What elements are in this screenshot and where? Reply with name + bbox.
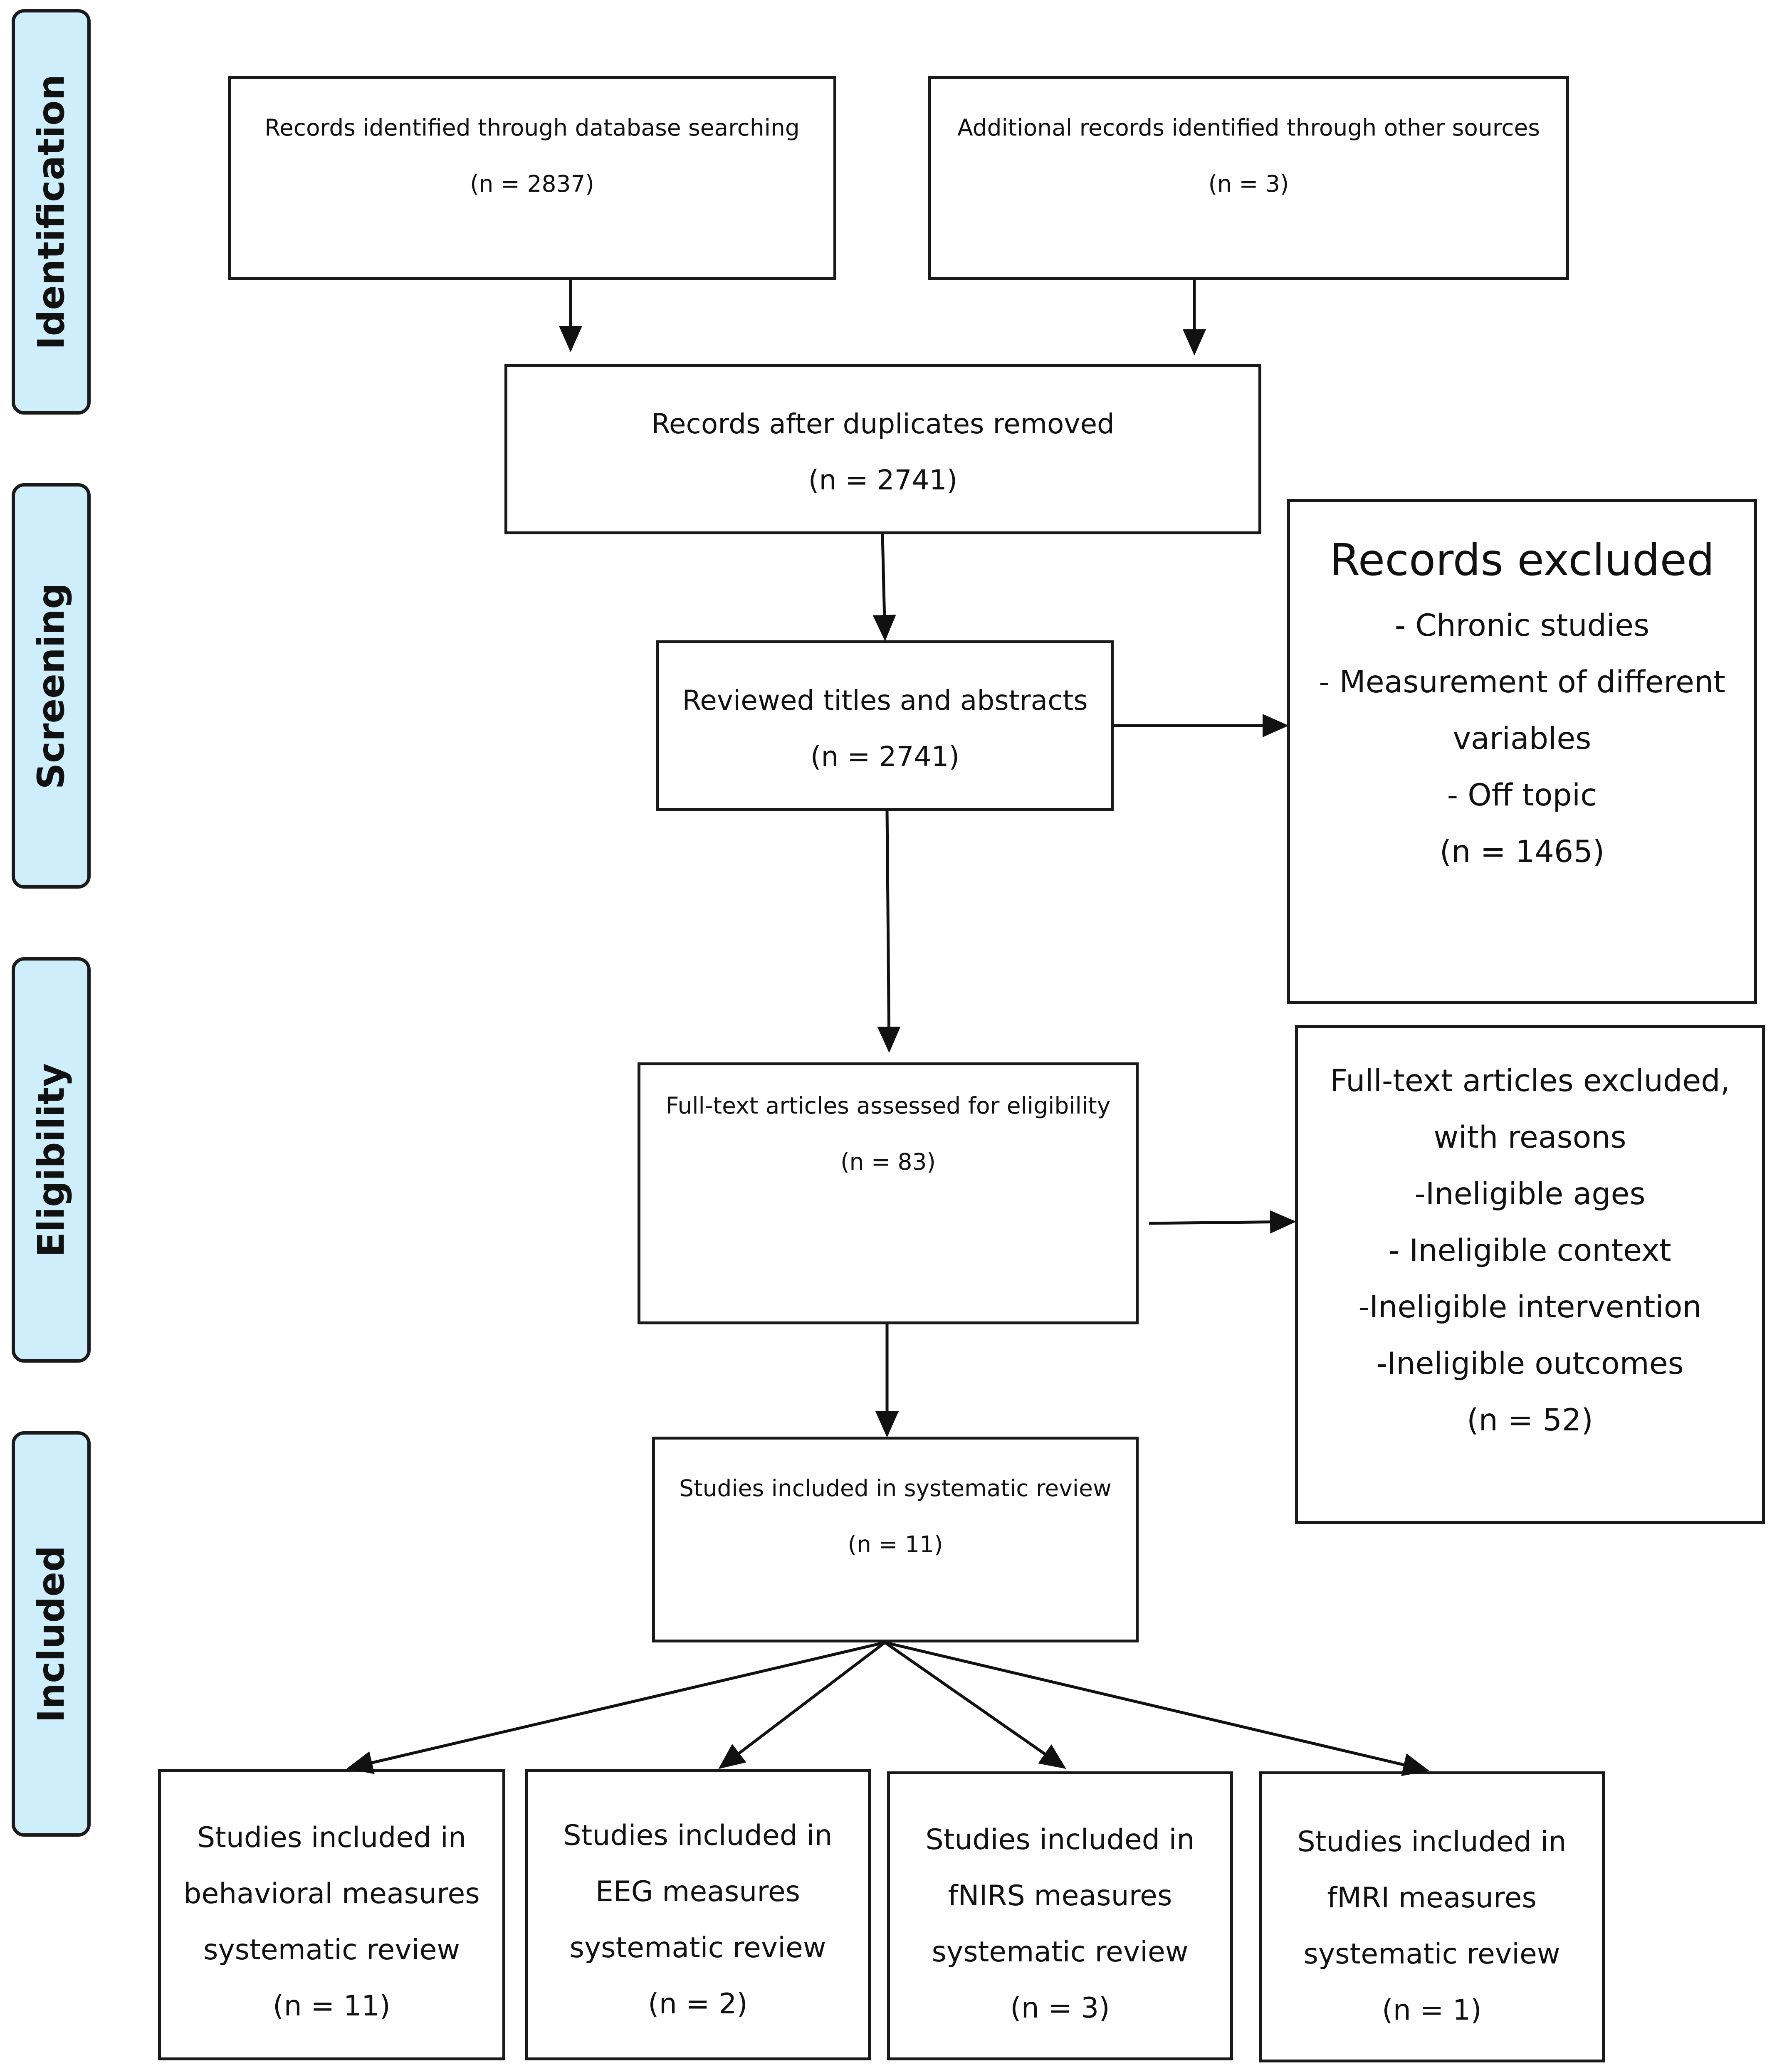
subgroup-count: (n = 11) [273, 1990, 390, 2023]
arrow-included-to-fmri [885, 1641, 1429, 1776]
duplicates-removed-count: (n = 2741) [808, 464, 958, 496]
fulltext-excluded-line: - Ineligible context [1389, 1233, 1671, 1268]
records-excluded-reason: - Measurement of different [1319, 664, 1725, 700]
arrow-screened-to-fulltext [877, 810, 901, 1053]
subgroup-line: EEG measures [595, 1875, 801, 1908]
included-review-count: (n = 11) [848, 1531, 943, 1558]
subgroup-line: fMRI measures [1327, 1882, 1537, 1914]
subgroup-line: systematic review [203, 1934, 460, 1966]
subgroup-count: (n = 1) [1382, 1994, 1482, 2027]
subgroup-line: fNIRS measures [948, 1879, 1172, 1912]
subgroup-count: (n = 3) [1010, 1992, 1110, 2025]
fulltext-assessed-box: Full-text articles assessed for eligibil… [638, 1062, 1139, 1324]
eeg-subgroup-box: Studies included in EEG measures systema… [525, 1769, 871, 2060]
subgroup-line: behavioral measures [183, 1877, 480, 1910]
database-records-count: (n = 2837) [470, 170, 594, 197]
arrow-included-to-eeg [718, 1641, 886, 1769]
fulltext-assessed-label: Full-text articles assessed for eligibil… [665, 1092, 1111, 1119]
subgroup-line: systematic review [1303, 1938, 1560, 1971]
other-sources-box: Additional records identified through ot… [928, 76, 1569, 280]
fulltext-excluded-count: (n = 52) [1467, 1403, 1593, 1438]
fmri-subgroup-box: Studies included in fMRI measures system… [1259, 1771, 1605, 2062]
subgroup-line: Studies included in [925, 1823, 1195, 1856]
screened-box: Reviewed titles and abstracts (n = 2741) [656, 640, 1114, 811]
included-review-box: Studies included in systematic review (n… [652, 1437, 1139, 1642]
other-sources-label: Additional records identified through ot… [957, 114, 1540, 141]
records-excluded-reason: - Chronic studies [1394, 608, 1650, 643]
screened-label: Reviewed titles and abstracts [682, 684, 1088, 716]
duplicates-removed-box: Records after duplicates removed (n = 27… [504, 364, 1261, 534]
fnirs-subgroup-box: Studies included in fNIRS measures syste… [887, 1771, 1233, 2060]
subgroup-line: Studies included in [1297, 1825, 1567, 1858]
phase-eligibility: Eligibility [12, 957, 91, 1363]
phase-screening: Screening [12, 483, 91, 889]
subgroup-line: Studies included in [197, 1821, 466, 1854]
records-excluded-box: Records excluded - Chronic studies - Mea… [1287, 499, 1757, 1004]
fulltext-excluded-line: -Ineligible ages [1414, 1176, 1646, 1212]
records-excluded-reason: variables [1453, 721, 1592, 756]
subgroup-line: systematic review [932, 1936, 1189, 1968]
behavioral-subgroup-box: Studies included in behavioral measures … [158, 1769, 505, 2060]
subgroup-line: Studies included in [563, 1819, 833, 1852]
subgroup-count: (n = 2) [648, 1988, 748, 2020]
fulltext-excluded-box: Full-text articles excluded, with reason… [1295, 1025, 1765, 1524]
fulltext-excluded-line: with reasons [1433, 1120, 1626, 1155]
fulltext-excluded-line: -Ineligible outcomes [1376, 1346, 1684, 1381]
arrow-included-to-fnirs [884, 1641, 1066, 1769]
arrow-included-to-behavioral [346, 1641, 885, 1774]
arrow-duplicates-to-screened [872, 534, 896, 641]
duplicates-removed-label: Records after duplicates removed [651, 408, 1115, 440]
database-records-box: Records identified through database sear… [228, 76, 836, 280]
records-excluded-reason: - Off topic [1447, 778, 1597, 813]
records-excluded-title: Records excluded [1330, 535, 1715, 585]
subgroup-line: systematic review [569, 1931, 826, 1964]
phase-included: Included [12, 1431, 91, 1837]
fulltext-excluded-line: -Ineligible intervention [1358, 1289, 1702, 1325]
fulltext-excluded-line: Full-text articles excluded, [1330, 1063, 1730, 1099]
fulltext-assessed-count: (n = 83) [840, 1148, 936, 1175]
screened-count: (n = 2741) [810, 741, 960, 773]
included-review-label: Studies included in systematic review [679, 1475, 1112, 1502]
database-records-label: Records identified through database sear… [264, 114, 800, 141]
other-sources-count: (n = 3) [1208, 170, 1289, 197]
phase-identification: Identification [12, 9, 91, 415]
arrow-fulltext-to-excluded [1149, 1210, 1296, 1234]
records-excluded-count: (n = 1465) [1439, 834, 1605, 869]
